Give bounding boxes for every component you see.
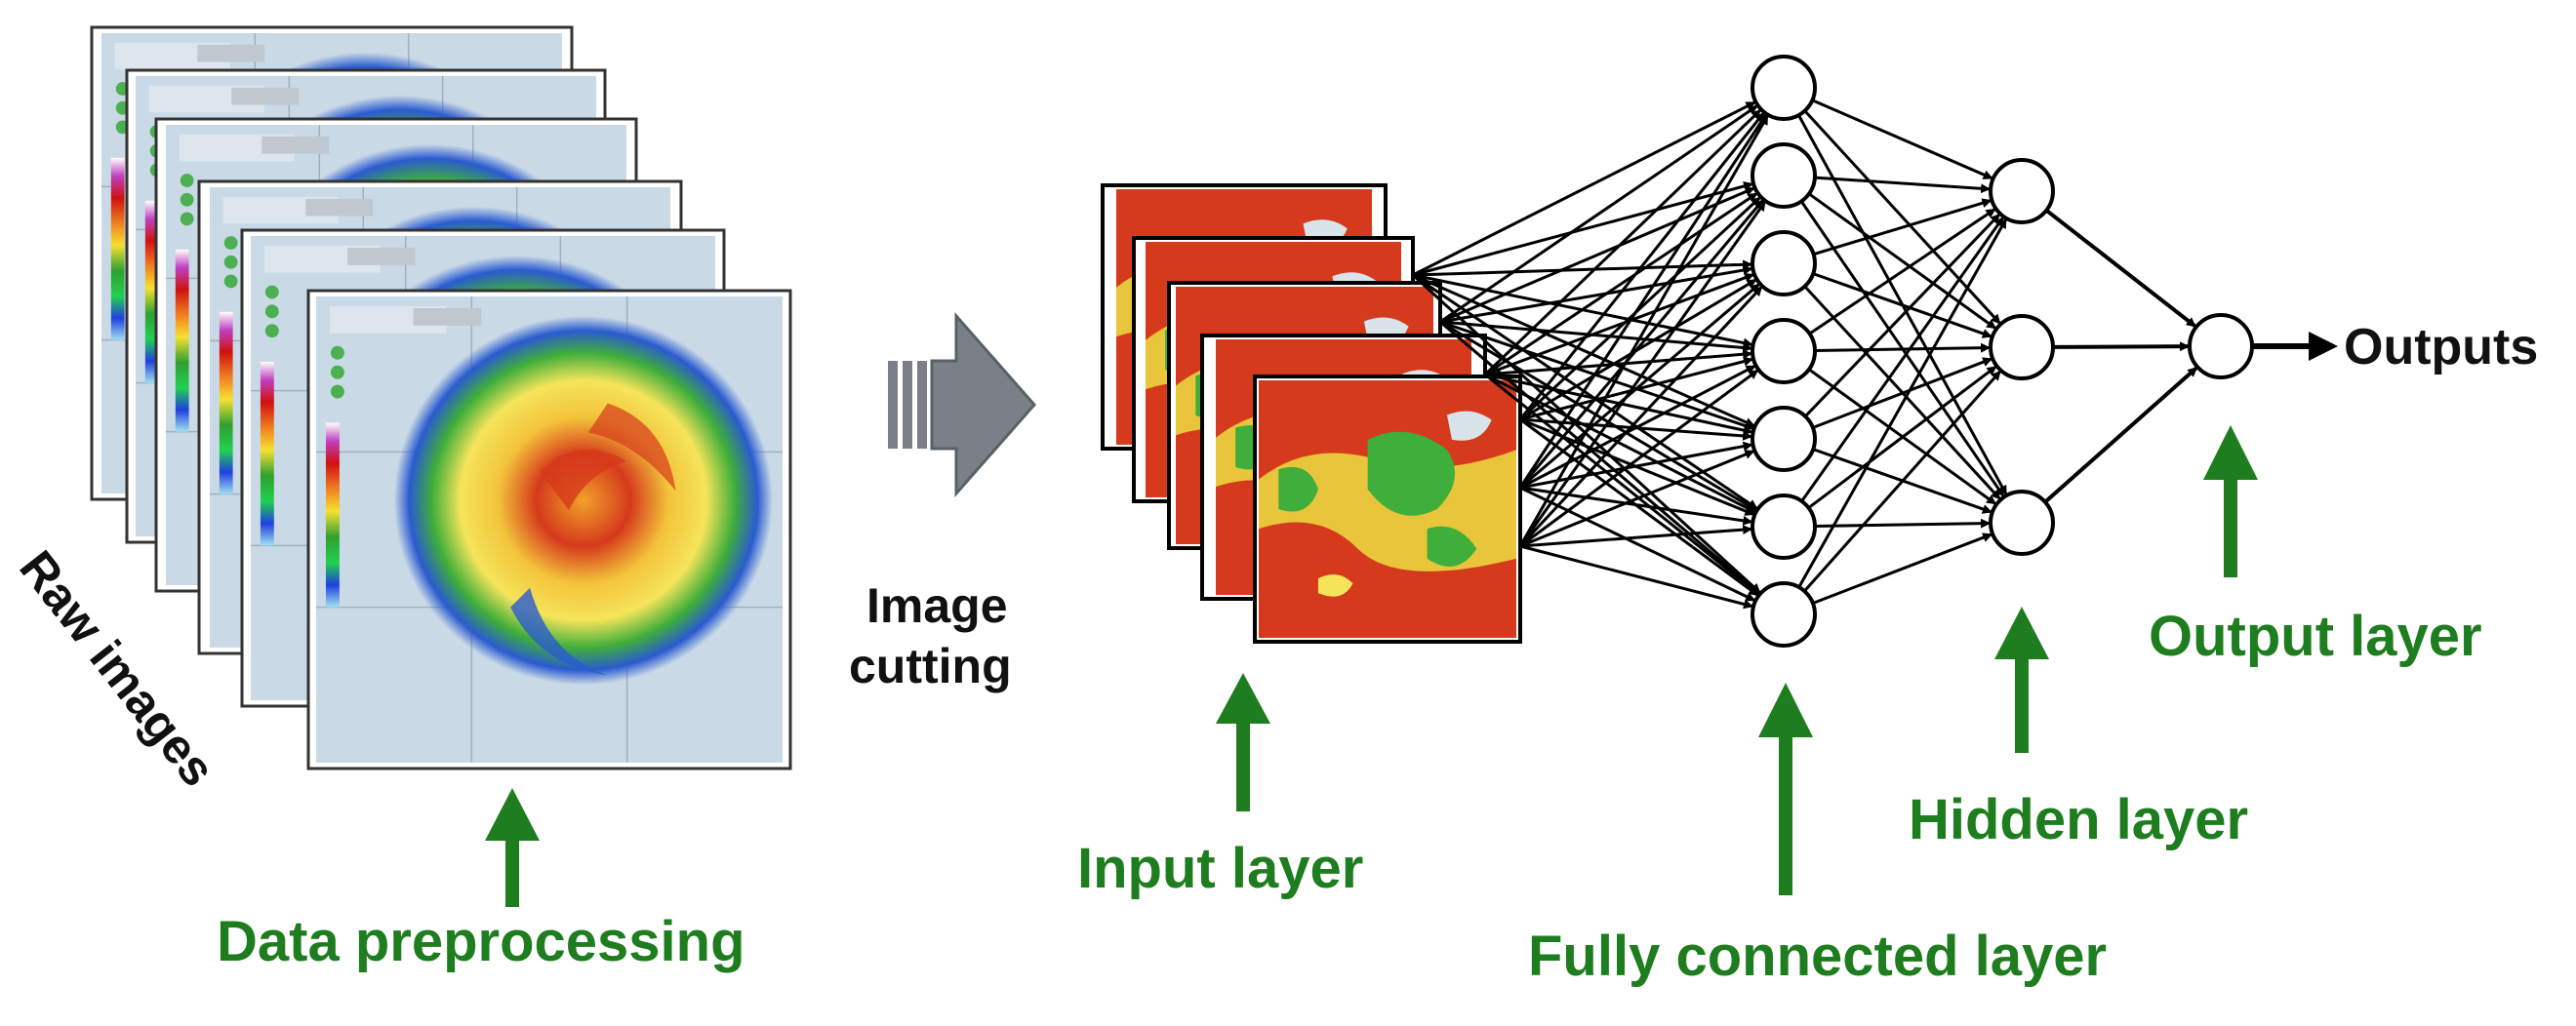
fully-connected-node — [1751, 55, 1817, 121]
outputs-arrow — [2250, 332, 2338, 361]
hidden-layer-label: Hidden layer — [1909, 788, 2248, 851]
connection-line — [1484, 192, 1758, 376]
connection-line — [1814, 518, 1992, 529]
connection-line — [1519, 370, 1759, 548]
raw-images-stack — [90, 25, 792, 770]
input-layer-label: Input layer — [1077, 837, 1363, 900]
connection-line — [1797, 217, 2007, 588]
hidden-layer-arrow — [1994, 607, 2049, 753]
connection-line — [1813, 198, 1992, 256]
preprocessing-arrow — [485, 788, 540, 907]
connection-line — [1808, 192, 1997, 330]
input-layer-stack — [1101, 183, 1522, 644]
connection-line — [1519, 450, 1755, 548]
output-layer-label: Output layer — [2149, 605, 2482, 668]
connection-line — [1800, 217, 2004, 502]
connection-line — [1518, 114, 1769, 547]
network-connections — [1411, 99, 2198, 610]
connection-line — [1519, 525, 1753, 548]
connection-line — [1803, 370, 2001, 593]
connection-line — [1439, 104, 1758, 324]
fully-connected-node — [1751, 581, 1817, 648]
connection-line — [1519, 417, 1759, 596]
hidden-node — [1989, 158, 2055, 224]
hidden-node — [1989, 314, 2055, 380]
connection-line — [1439, 320, 1753, 353]
connection-line — [1519, 283, 1760, 490]
connection-line — [1484, 373, 1756, 513]
connection-line — [1412, 100, 1756, 277]
fully-connected-node — [1751, 142, 1817, 209]
image-cutting-label-line1: Image — [866, 578, 1008, 633]
radar-image — [306, 289, 792, 770]
hidden-node — [1989, 490, 2055, 556]
connection-line — [1518, 286, 1763, 548]
feature-map — [1253, 375, 1522, 644]
output-layer-arrow — [2203, 425, 2258, 577]
connection-line — [2043, 367, 2198, 504]
connection-line — [1814, 176, 1992, 194]
connection-line — [1808, 208, 1996, 335]
connection-line — [1812, 357, 1993, 429]
connection-line — [1519, 365, 1756, 490]
output-node — [2188, 313, 2254, 379]
input-layer-arrow — [1216, 673, 1270, 811]
network-nodes — [1751, 55, 2254, 648]
connection-line — [1518, 113, 1767, 489]
connection-line — [1484, 349, 1753, 376]
data-preprocessing-label: Data preprocessing — [217, 910, 745, 973]
connection-line — [1519, 544, 1754, 610]
fully-connected-node — [1751, 318, 1817, 384]
connection-line — [1412, 259, 1753, 277]
connection-line — [1811, 99, 1993, 179]
connection-line — [1518, 199, 1764, 489]
connection-line — [1814, 342, 1992, 353]
connection-line — [1807, 366, 1997, 509]
fully-connected-arrow — [1758, 683, 1813, 895]
connection-line — [1804, 214, 2000, 417]
connection-line — [2045, 209, 2196, 328]
image-cutting-label-line2: cutting — [849, 639, 1012, 693]
connection-line — [1483, 109, 1761, 376]
connection-line — [1812, 533, 1993, 605]
connection-line — [1439, 320, 1757, 511]
outputs-label: Outputs — [2344, 319, 2538, 375]
fully-connected-node — [1751, 230, 1817, 296]
connection-line — [2052, 341, 2191, 352]
connection-line — [1518, 201, 1766, 547]
fully-connected-layer-label: Fully connected layer — [1528, 925, 2107, 988]
image-cutting-arrow — [888, 312, 1036, 497]
connection-line — [1518, 112, 1765, 420]
connection-line — [1484, 272, 1755, 376]
connection-line — [1803, 109, 2001, 325]
fully-connected-node — [1751, 406, 1817, 472]
fully-connected-node — [1751, 493, 1817, 560]
connection-line — [1812, 272, 1992, 338]
